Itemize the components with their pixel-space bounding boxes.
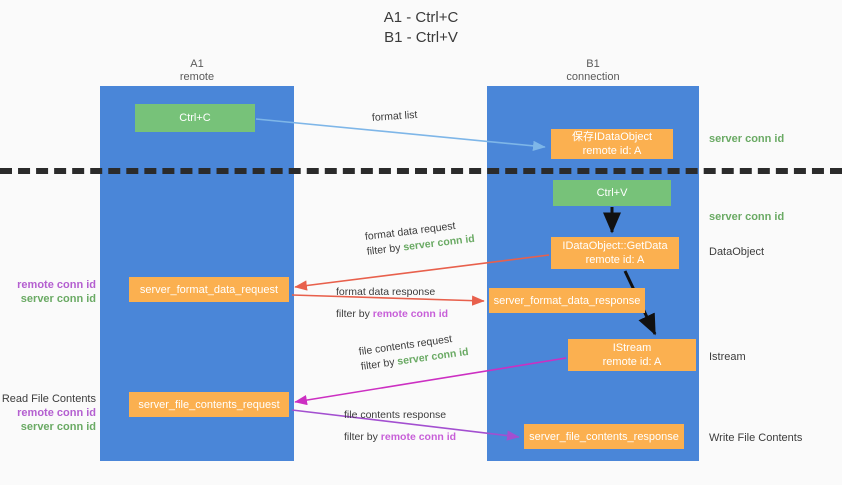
column-b1-subtitle: connection (566, 71, 620, 83)
column-a1-subtitle: remote (179, 71, 215, 83)
node-getdata-line2: remote id: A (585, 254, 645, 266)
page-title: A1 - Ctrl+C B1 - Ctrl+V (0, 8, 842, 48)
node-idataobject-getdata[interactable]: IDataObject::GetData remote id: A (551, 237, 679, 269)
node-ctrl-c-label: Ctrl+C (179, 112, 211, 124)
node-ctrl-v[interactable]: Ctrl+V (553, 180, 671, 206)
filter-prefix: filter by (344, 431, 381, 443)
phase-divider (0, 168, 842, 174)
node-server-format-data-response[interactable]: server_format_data_response (489, 288, 645, 313)
note-conn-ids-file: Read File Contents remote conn id server… (0, 392, 96, 434)
note-remote-conn-id-1: remote conn id (17, 279, 96, 291)
note-conn-ids-format: remote conn id server conn id (0, 278, 96, 306)
filter-prefix: filter by (360, 355, 399, 373)
note-remote-conn-id-2: remote conn id (17, 407, 96, 419)
node-idataobject-line1: 保存IDataObject (571, 131, 653, 143)
note-dataobject: DataObject (709, 246, 765, 258)
note-read-file-contents: Read File Contents (1, 393, 96, 405)
node-idataobject-line2: remote id: A (582, 145, 642, 157)
node-istream-line2: remote id: A (602, 356, 662, 368)
node-server-file-contents-response-label: server_file_contents_response (529, 430, 679, 443)
title-line-1: A1 - Ctrl+C (383, 9, 459, 26)
edge-label-file-contents-response-filter: filter by remote conn id (344, 430, 456, 445)
edge-label-format-list-text: format list (371, 108, 418, 124)
node-ctrl-c[interactable]: Ctrl+C (135, 104, 255, 132)
edge-label-file-contents-request: file contents request filter by server c… (358, 330, 470, 375)
node-server-format-data-response-label: server_format_data_response (493, 294, 641, 307)
note-istream: Istream (709, 351, 746, 363)
filter-prefix: filter by (336, 308, 373, 320)
note-server-conn-id-top: server conn id (709, 133, 785, 145)
node-server-format-data-request[interactable]: server_format_data_request (129, 277, 289, 302)
node-server-file-contents-request[interactable]: server_file_contents_request (129, 392, 289, 417)
filter-prefix: filter by (366, 241, 405, 258)
edge-label-format-list: format list (371, 108, 418, 126)
note-server-conn-id-1: server conn id (20, 293, 96, 305)
node-getdata-line1: IDataObject::GetData (562, 240, 668, 252)
column-a1-name: A1 (190, 58, 204, 70)
edge-label-file-contents-response: file contents response filter by remote … (344, 408, 456, 445)
column-header-a1: A1 remote (100, 58, 294, 84)
node-ctrl-v-label: Ctrl+V (596, 187, 628, 199)
node-server-file-contents-request-label: server_file_contents_request (138, 398, 280, 411)
node-server-format-data-request-label: server_format_data_request (139, 283, 279, 296)
node-idataobject[interactable]: 保存IDataObject remote id: A (551, 129, 673, 159)
column-b1-name: B1 (586, 58, 600, 70)
note-server-conn-id-2: server conn id (20, 421, 96, 433)
edge-label-file-contents-response-text: file contents response (344, 409, 447, 421)
node-istream-line1: IStream (612, 342, 652, 354)
edge-label-format-data-response-filter: filter by remote conn id (336, 307, 448, 322)
node-server-file-contents-response[interactable]: server_file_contents_response (524, 424, 684, 449)
edge-label-format-data-response-text: format data response (336, 286, 436, 298)
note-server-conn-id-second: server conn id (709, 211, 785, 223)
node-istream[interactable]: IStream remote id: A (568, 339, 696, 371)
filter-key-remote-conn-id: remote conn id (380, 431, 457, 443)
column-header-b1: B1 connection (487, 58, 699, 84)
edge-label-format-data-request: format data request filter by server con… (364, 217, 475, 260)
note-write-file-contents: Write File Contents (709, 432, 803, 444)
filter-key-remote-conn-id: remote conn id (372, 308, 449, 320)
title-line-2: B1 - Ctrl+V (384, 29, 458, 46)
edge-label-format-data-response: format data response filter by remote co… (336, 285, 448, 322)
